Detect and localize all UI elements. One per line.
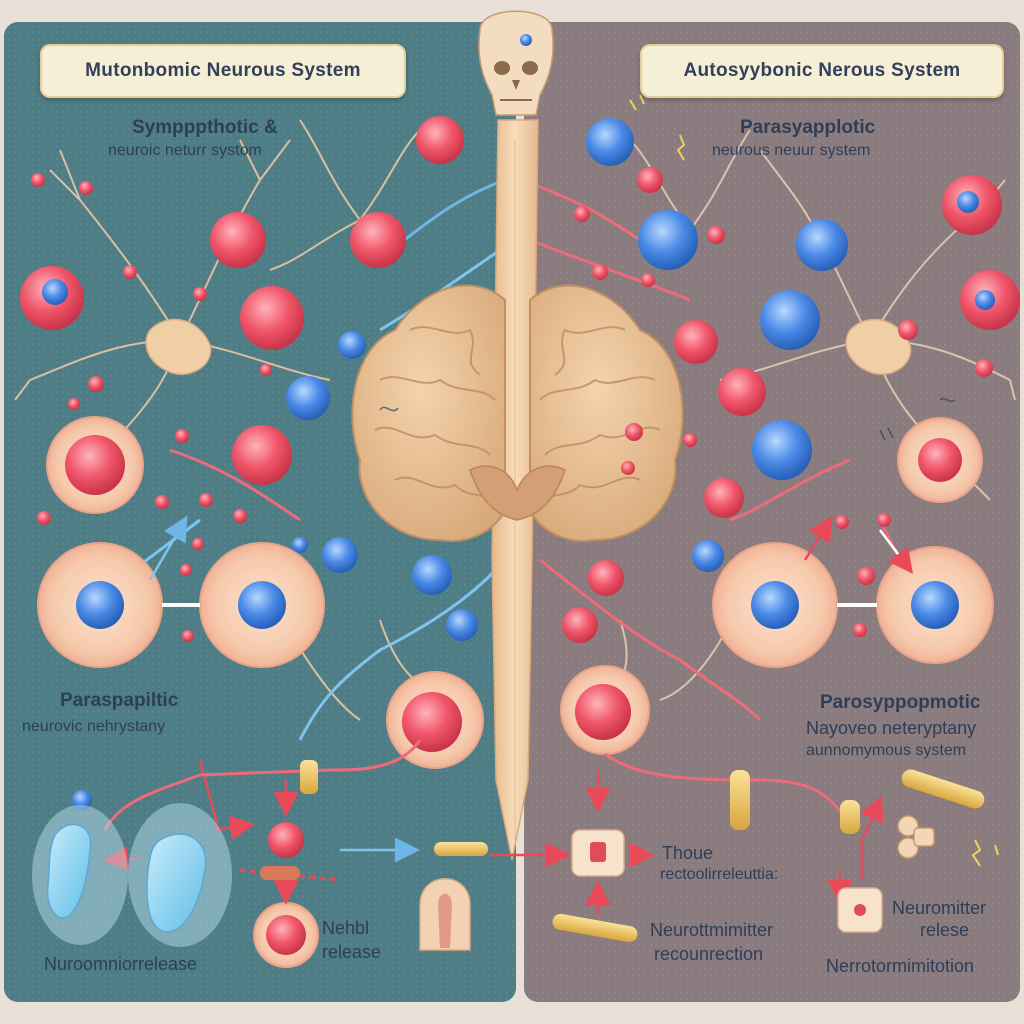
- left-vesicles: [20, 116, 478, 858]
- left-release-label-line1: Nehbl: [322, 918, 370, 938]
- left-mid-label-line1: Paraspapiltic: [60, 690, 179, 711]
- right-mid-label-line2: Nayoveo neteryptany: [806, 718, 977, 738]
- flow-arrows: [103, 515, 913, 915]
- left-subtitle-line1: Sympppthotic &: [132, 117, 278, 138]
- right-mid-label-line3: aunnomymous system: [806, 742, 967, 759]
- left-target-cells: [37, 416, 484, 968]
- right-target-cells: [560, 417, 994, 755]
- right-subtitle-line2: neurous neuur system: [712, 142, 871, 159]
- synapse-components: [260, 760, 985, 943]
- right-center-label-line1: Thoue: [662, 843, 714, 863]
- neuron-bodies: [145, 318, 912, 375]
- right-panel-title: Autosyybonic Nerous System: [640, 44, 1004, 98]
- skull-illustration: [478, 10, 554, 116]
- right-vesicles: [562, 118, 1020, 643]
- right-mid-label-line1: Parosyppopmotic: [820, 692, 981, 713]
- left-mid-label-line2: neurovic nehrystany: [22, 718, 166, 735]
- left-release-label-line2: release: [322, 942, 382, 962]
- left-panel-title: Mutonbomic Neurous System: [40, 44, 406, 98]
- right-lower-label-line2: recounrection: [654, 944, 764, 964]
- sparkle-marks: [629, 94, 999, 867]
- right-lower-label-line1: Neurottmimitter: [650, 920, 774, 940]
- right-release-label-line2: relese: [920, 920, 970, 940]
- right-bottom-label: Nerrotormimitotion: [826, 956, 975, 976]
- right-release-label-line1: Neuromitter: [892, 898, 987, 918]
- squiggle-marks: [379, 397, 956, 441]
- left-bottom-label: Nuroomniorrelease: [44, 954, 198, 974]
- right-subtitle-line1: Parasyapplotic: [740, 117, 876, 138]
- brain-illustration: [351, 284, 684, 542]
- right-center-label-line2: rectoolirreleuttia:: [660, 866, 779, 883]
- tooth-illustrations: [32, 803, 471, 951]
- left-subtitle-line2: neuroic neturr systom: [108, 142, 262, 159]
